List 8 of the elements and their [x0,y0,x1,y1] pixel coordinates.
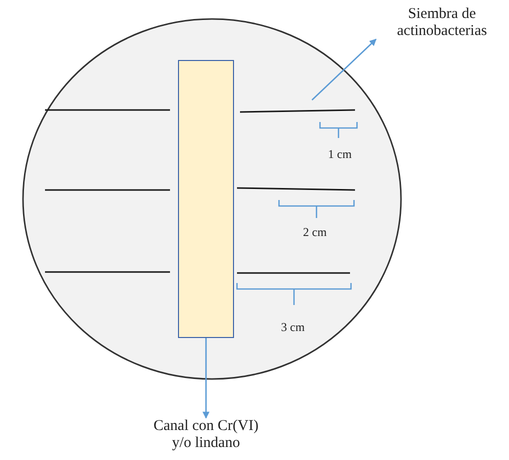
dimension-label: 1 cm [328,147,352,162]
dimension-label: 3 cm [281,320,305,335]
callout-text: Siembra de actinobacterias [396,6,488,40]
arrow [202,338,210,419]
arrow [312,38,376,100]
dimension-label: 2 cm [303,225,327,240]
callout-text: Canal con Cr(VI) y/o lindano [152,418,260,452]
channel-box [178,60,234,338]
